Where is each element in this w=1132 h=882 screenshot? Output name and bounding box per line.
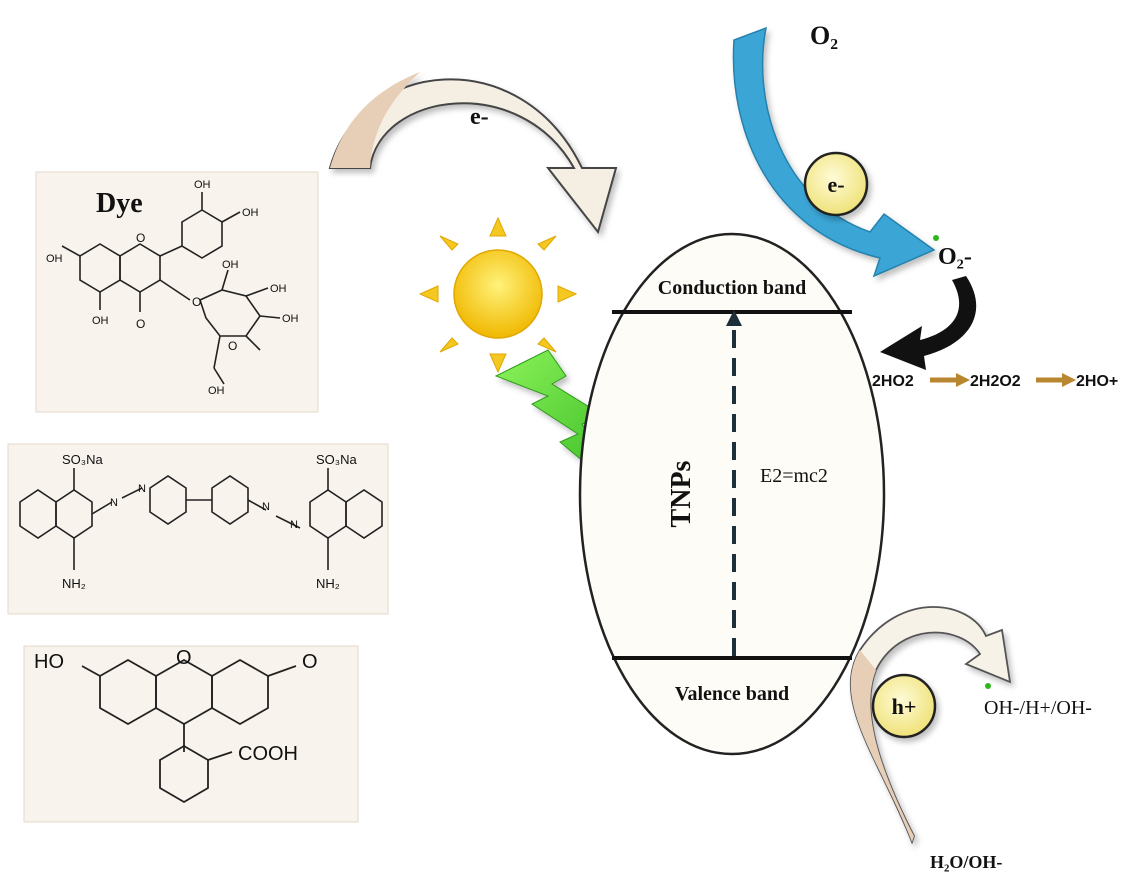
tnps-label: TNPs	[666, 460, 697, 527]
excitation-arrow-head	[726, 310, 742, 326]
reaction-species-1: 2HO2	[872, 373, 914, 390]
atom-cooh: COOH	[238, 743, 298, 765]
atom-ho: HO	[34, 651, 64, 673]
superoxide-label: O₂-	[938, 244, 972, 270]
atom-n-4: N	[290, 519, 298, 531]
nanoparticle-body	[578, 232, 886, 756]
hole-bubble	[871, 673, 937, 739]
flavonoid-skeleton	[61, 192, 281, 385]
atom-oh-left: OH	[46, 253, 63, 265]
dye-title: Dye	[96, 188, 143, 219]
radical-dot-superoxide	[933, 235, 939, 241]
nanoparticle	[578, 232, 886, 756]
electron-transfer-arrow	[328, 72, 618, 235]
atom-ketone-o: O	[302, 651, 318, 673]
equation-label: E2=mc2	[760, 465, 828, 487]
radical-dot-hydroxyl	[985, 683, 991, 689]
atom-oh-sugar-4: OH	[208, 385, 225, 397]
oxygen-blue-arrow	[732, 26, 936, 278]
sun-icon	[418, 216, 578, 374]
panel-2-background	[7, 443, 389, 615]
electron-bubble	[803, 151, 869, 217]
electron-label: e-	[470, 104, 489, 130]
water-label: H₂O/OH-	[930, 852, 1002, 872]
radical-products-label: OH-/H+/OH-	[984, 697, 1092, 719]
conduction-band-label: Conduction band	[658, 277, 806, 299]
superoxide-black-arrow	[880, 276, 977, 370]
reaction-arrow-2	[1036, 373, 1076, 387]
reaction-species-3: 2HO+	[1076, 373, 1118, 390]
atom-nh2-right: NH₂	[316, 576, 340, 591]
fluorescein-skeleton	[81, 658, 297, 804]
azo-skeleton	[19, 468, 383, 570]
atom-oh-sugar-3: OH	[282, 313, 299, 325]
hole-transfer-arrow	[849, 606, 1012, 845]
atom-oh-top: OH	[194, 179, 211, 191]
atom-xanthene-o: O	[176, 647, 192, 669]
electron-bubble-label: e-	[827, 172, 844, 197]
atom-ether-o: O	[192, 295, 201, 309]
atom-n-3: N	[262, 501, 270, 513]
atom-oh-sugar-1: OH	[222, 259, 239, 271]
dye-structure-2-panel: SO₃Na NH₂ N N N N SO₃Na NH₂	[7, 443, 389, 615]
dye-structure-3-panel: HO O O COOH	[23, 645, 359, 823]
valence-band-label: Valence band	[675, 683, 789, 705]
reaction-arrow-1	[930, 373, 970, 387]
atom-sugar-o: O	[228, 339, 237, 353]
atom-oh-sugar-2: OH	[270, 283, 287, 295]
atom-carbonyl-o: O	[136, 317, 145, 331]
atom-so3na-right: SO₃Na	[316, 452, 357, 467]
atom-ring-o: O	[136, 231, 145, 245]
atom-so3na-left: SO₃Na	[62, 452, 103, 467]
hole-bubble-label: h+	[892, 694, 917, 719]
atom-n-2: N	[138, 483, 146, 495]
o2-label: O₂	[810, 21, 838, 50]
atom-oh-bottom: OH	[92, 315, 109, 327]
atom-oh-right: OH	[242, 207, 259, 219]
panel-3-background	[23, 645, 359, 823]
dye-structure-1-panel: Dye OH OH O O O OH	[35, 171, 319, 413]
atom-nh2-left: NH₂	[62, 576, 86, 591]
reaction-species-2: 2H2O2	[970, 373, 1021, 390]
atom-n-1: N	[110, 497, 118, 509]
